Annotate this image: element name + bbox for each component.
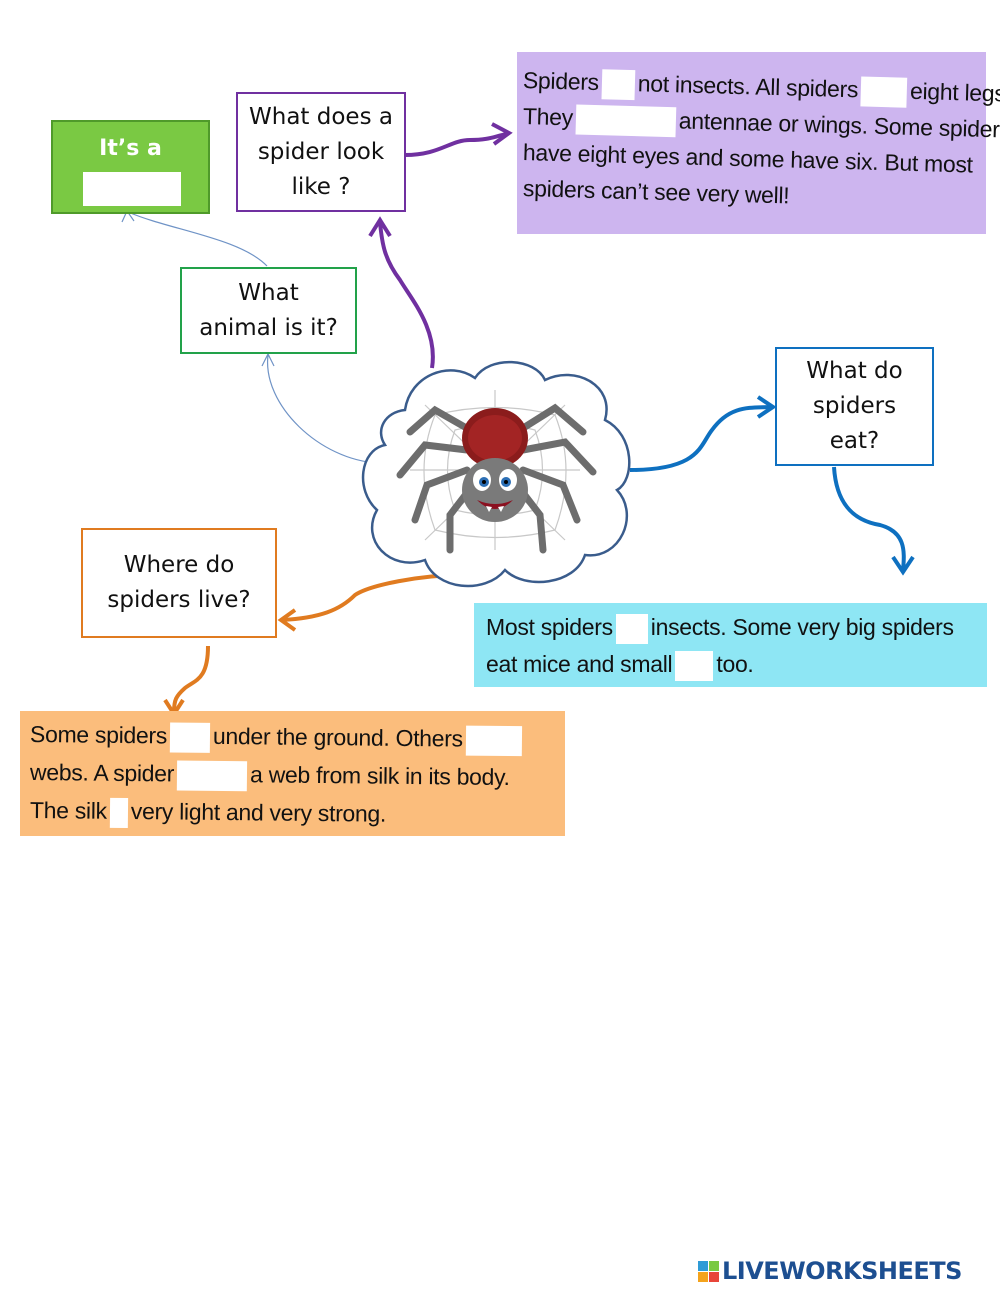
- answer-input[interactable]: [83, 172, 181, 206]
- blank-input[interactable]: [465, 725, 522, 757]
- connector-center-eat: [629, 405, 771, 472]
- connector-animal-answer: [127, 211, 268, 267]
- connector-live-text: [172, 645, 210, 713]
- connector-eat-text: [832, 466, 906, 571]
- question-live: Where do spiders live?: [81, 528, 277, 638]
- blank-input[interactable]: [860, 76, 908, 108]
- connector-center-animal: [267, 354, 379, 464]
- question-look-like: What does a spider look like ?: [236, 92, 406, 212]
- logo-icon: [698, 1260, 719, 1282]
- answer-box: It’s a: [51, 120, 210, 214]
- blank-input[interactable]: [601, 69, 636, 101]
- connector-center-live: [281, 573, 463, 622]
- blank-input[interactable]: [109, 797, 128, 828]
- spider-illustration: [361, 360, 631, 588]
- blank-input[interactable]: [176, 760, 248, 792]
- blank-input[interactable]: [675, 650, 714, 681]
- question-animal: What animal is it?: [180, 267, 357, 354]
- connector-center-look: [378, 221, 435, 369]
- connector-look-text: [404, 132, 508, 157]
- blank-input[interactable]: [169, 722, 211, 753]
- liveworksheets-logo: LIVEWORKSHEETS: [698, 1257, 962, 1285]
- answer-title: It’s a: [99, 136, 162, 161]
- blank-input[interactable]: [575, 104, 677, 138]
- logo-text: LIVEWORKSHEETS: [722, 1257, 962, 1285]
- blank-input[interactable]: [615, 613, 648, 644]
- question-eat: What do spiders eat?: [775, 347, 934, 466]
